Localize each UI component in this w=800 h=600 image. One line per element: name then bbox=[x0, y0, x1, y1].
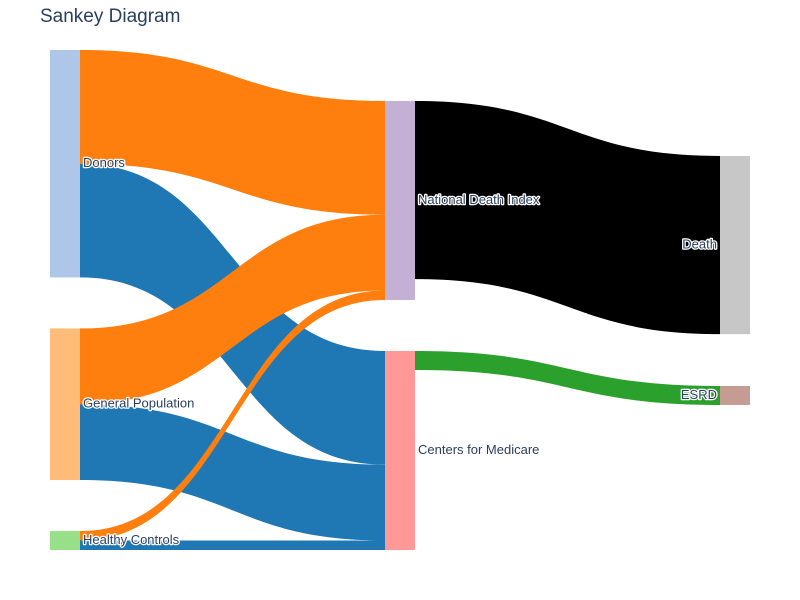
node-cms[interactable] bbox=[385, 351, 415, 550]
node-label-cms: Centers for Medicare bbox=[418, 442, 539, 457]
node-death[interactable] bbox=[720, 156, 750, 335]
node-label-donors: Donors bbox=[83, 155, 125, 170]
link-donors-to-ndi[interactable] bbox=[80, 50, 385, 215]
links-layer bbox=[80, 50, 720, 550]
node-healthy[interactable] bbox=[50, 531, 80, 550]
node-label-esrd: ESRD bbox=[681, 387, 717, 402]
node-general[interactable] bbox=[50, 328, 80, 481]
link-healthy-to-ndi[interactable] bbox=[80, 290, 385, 541]
chart-title: Sankey Diagram bbox=[40, 6, 181, 27]
link-general-to-ndi[interactable] bbox=[80, 214, 385, 405]
node-label-death: Death bbox=[682, 237, 717, 252]
link-healthy-to-cms[interactable] bbox=[80, 540, 385, 550]
node-donors[interactable] bbox=[50, 50, 80, 278]
node-ndi[interactable] bbox=[385, 101, 415, 300]
link-general-to-cms[interactable] bbox=[80, 404, 385, 541]
node-label-healthy: Healthy Controls bbox=[83, 532, 180, 547]
link-cms-to-esrd[interactable] bbox=[415, 351, 720, 405]
node-label-general: General Population bbox=[83, 396, 194, 411]
nodes-layer bbox=[50, 50, 750, 550]
link-ndi-to-death[interactable] bbox=[415, 101, 720, 335]
node-label-ndi: National Death Index bbox=[418, 192, 540, 207]
node-esrd[interactable] bbox=[720, 386, 750, 405]
